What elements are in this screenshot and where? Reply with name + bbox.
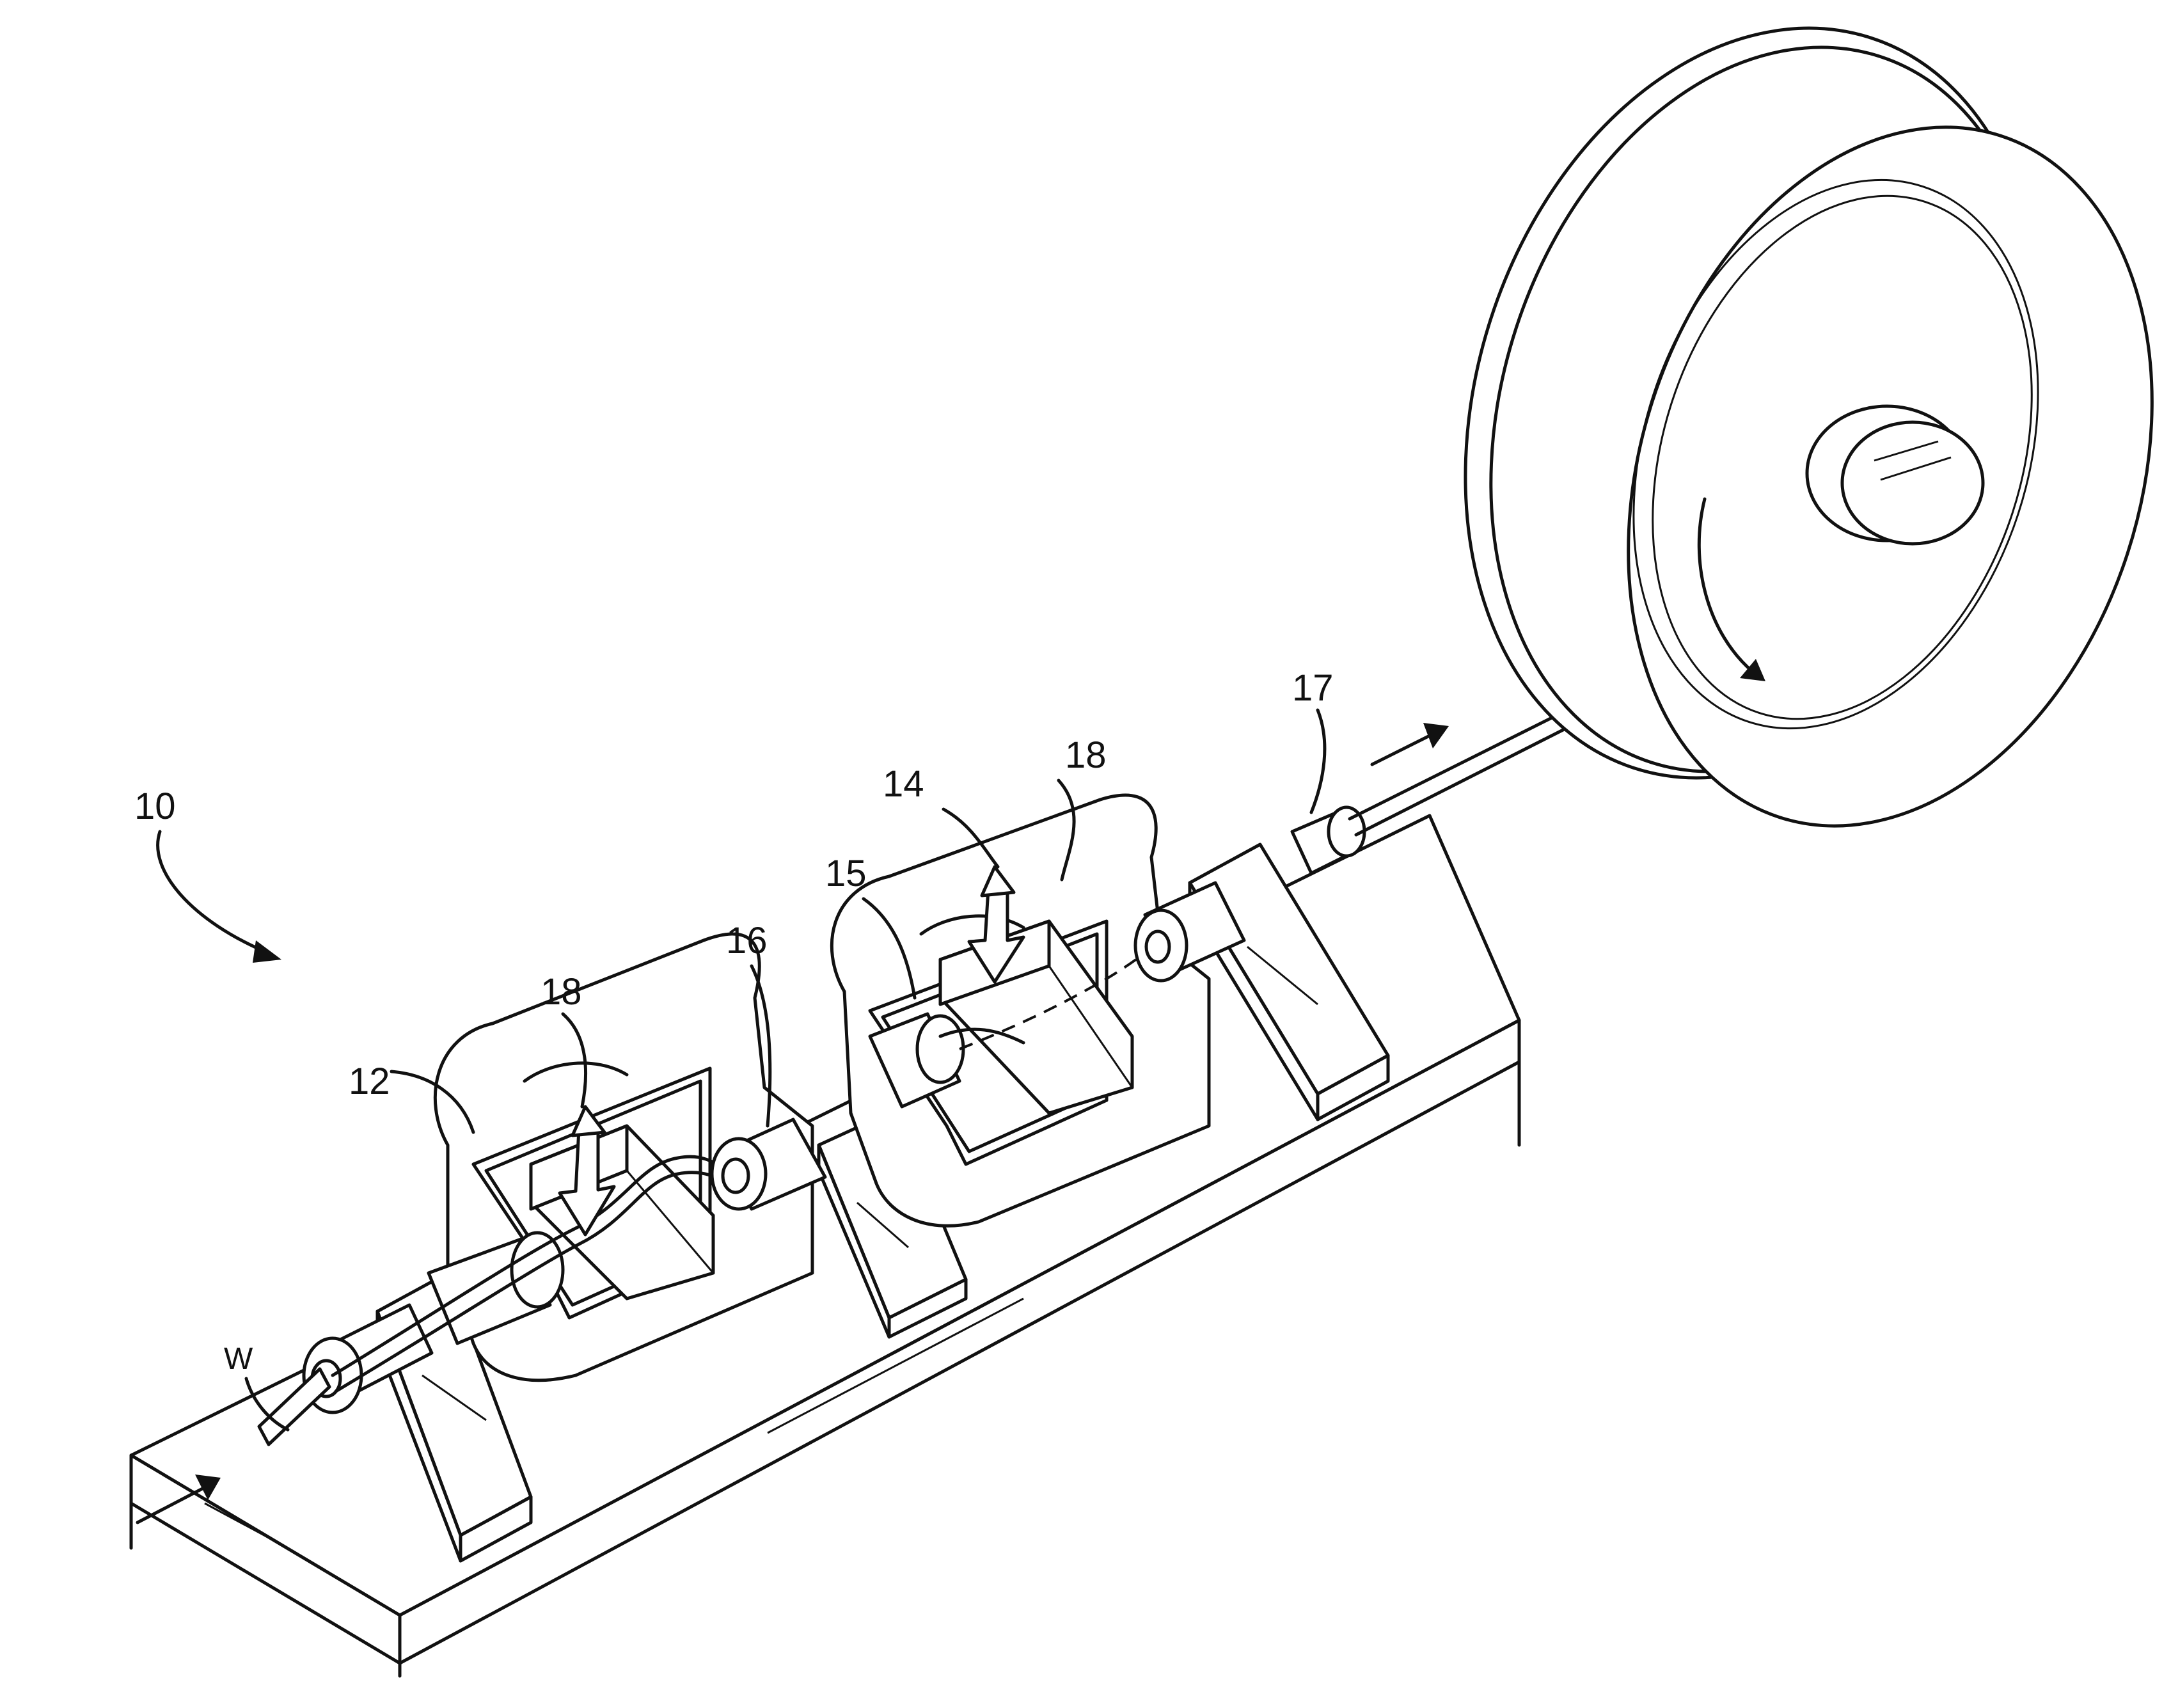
label-roller-b: 18 bbox=[1065, 734, 1107, 776]
label-apparatus: 10 bbox=[134, 786, 176, 827]
label-second-unit: 14 bbox=[883, 763, 924, 805]
label-wire-input: W bbox=[224, 1342, 253, 1376]
label-bearing: 16 bbox=[726, 920, 768, 961]
label-roller-a: 18 bbox=[541, 971, 582, 1013]
label-first-unit: 12 bbox=[349, 1061, 390, 1102]
output-flow-arrow-icon bbox=[1372, 723, 1449, 764]
label-inner-element: 15 bbox=[825, 853, 867, 894]
apparatus-leader-arrow-icon bbox=[158, 832, 281, 963]
take-up-spool bbox=[1373, 0, 2171, 894]
label-output-wire: 17 bbox=[1292, 667, 1334, 709]
